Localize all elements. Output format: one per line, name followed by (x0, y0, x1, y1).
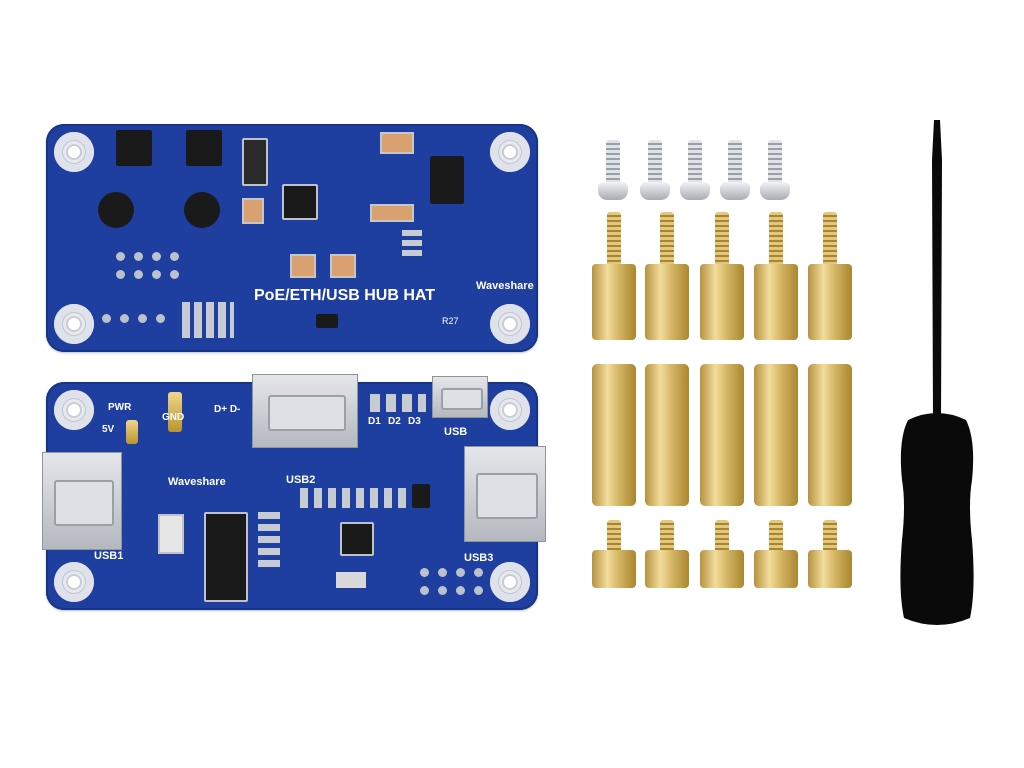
label-5v: 5V (102, 424, 115, 435)
capacitor (242, 198, 264, 224)
usb-hub-board: PWR 5V GND D+ D- D1 D2 D3 USB Waveshare … (42, 374, 546, 610)
brand-label: Waveshare (476, 280, 534, 292)
label-pwr: PWR (108, 402, 132, 413)
diode (316, 314, 338, 328)
brass-standoff-short (645, 520, 689, 590)
gnd-pin (168, 392, 182, 432)
screw (640, 140, 670, 202)
label-usb3: USB3 (464, 552, 494, 564)
brass-standoff-female-female (592, 364, 636, 506)
brand-label: Waveshare (168, 476, 226, 488)
brass-standoff-male-female (754, 212, 798, 342)
label-d2: D2 (388, 416, 401, 427)
poe-eth-usb-hub-hat-board: PoE/ETH/USB HUB HAT Waveshare R27 (46, 124, 538, 352)
brass-standoff-short (808, 520, 852, 590)
capacitor (370, 204, 414, 222)
screw (720, 140, 750, 202)
label-d3: D3 (408, 416, 421, 427)
label-usb1: USB1 (94, 550, 124, 562)
smd-pad-array (182, 302, 234, 338)
brass-standoff-male-female (808, 212, 852, 342)
usb3-port (464, 446, 546, 542)
controller-ic (282, 184, 318, 220)
capacitor (330, 254, 356, 278)
brass-standoff-female-female (754, 364, 798, 506)
knob (98, 192, 134, 228)
label-d1: D1 (368, 416, 381, 427)
mounting-hole (490, 390, 530, 430)
knob (184, 192, 220, 228)
screw (760, 140, 790, 202)
mounting-hole (490, 304, 530, 344)
regulator (412, 484, 430, 508)
usb2-port (252, 374, 358, 448)
brass-standoff-short (754, 520, 798, 590)
mounting-hole (54, 562, 94, 602)
label-dplus-dminus: D+ D- (214, 404, 241, 415)
screw (680, 140, 710, 202)
bridge-rectifier-chip (186, 130, 222, 166)
brass-standoff-short (592, 520, 636, 590)
smd-pad-array (258, 512, 280, 572)
capacitor (290, 254, 316, 278)
board-title: PoE/ETH/USB HUB HAT (254, 287, 436, 304)
mounting-hole (490, 562, 530, 602)
capacitor (380, 132, 414, 154)
bridge-rectifier-chip (116, 130, 152, 166)
brass-standoff-female-female (808, 364, 852, 506)
label-usb2: USB2 (286, 474, 316, 486)
mounting-hole (54, 132, 94, 172)
micro-usb-port (432, 376, 488, 418)
smd-pad-array (402, 230, 422, 258)
screwdriver-icon (900, 120, 974, 625)
usb1-port (42, 452, 122, 550)
label-gnd: GND (162, 412, 185, 423)
smd-pad-array (300, 488, 410, 508)
hub-controller-ic (204, 512, 248, 602)
power-transistor (430, 156, 464, 204)
mounting-hole (54, 390, 94, 430)
5v-pin (126, 420, 138, 444)
crystal (336, 572, 366, 588)
screw (598, 140, 628, 202)
inductor (242, 138, 268, 186)
mounting-hole (54, 304, 94, 344)
brass-standoff-female-female (700, 364, 744, 506)
crystal (158, 514, 184, 554)
brass-standoff-male-female (592, 212, 636, 342)
brass-standoff-male-female (700, 212, 744, 342)
brass-standoff-male-female (645, 212, 689, 342)
brass-standoff-short (700, 520, 744, 590)
component-marking: R27 (442, 316, 459, 326)
brass-standoff-female-female (645, 364, 689, 506)
label-usb: USB (444, 426, 468, 438)
mounting-hole (490, 132, 530, 172)
led-pads (370, 394, 426, 412)
qfn-ic (340, 522, 374, 556)
